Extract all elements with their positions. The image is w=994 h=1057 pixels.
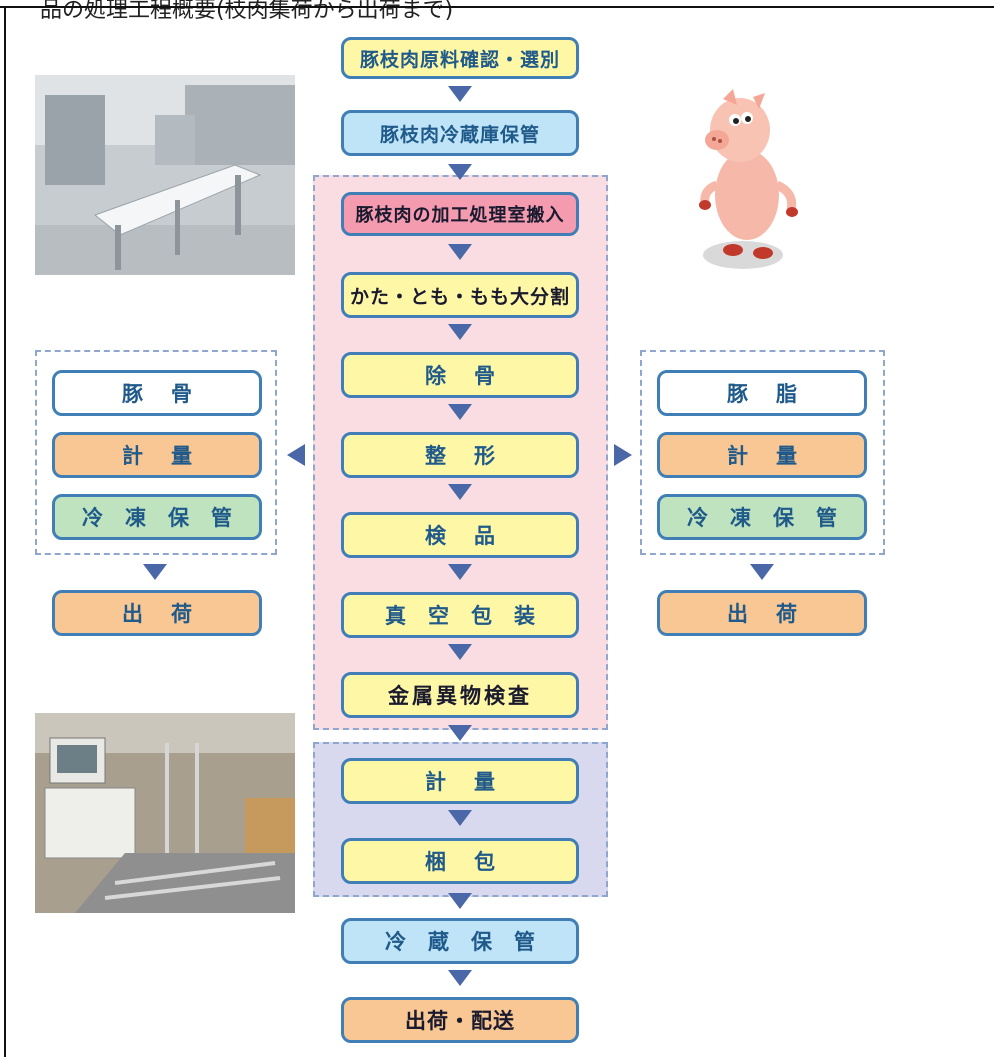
step-metal-detect: 金属異物検査 — [341, 672, 579, 718]
bone-weighing: 計量 — [52, 432, 262, 478]
fat-frozen-storage: 冷凍保管 — [657, 494, 867, 540]
arrow-down-icon — [448, 893, 472, 909]
arrow-down-icon — [448, 404, 472, 420]
step-vacuum-pack: 真空包装 — [341, 592, 579, 638]
weighing-photo — [35, 713, 295, 913]
arrow-down-icon — [448, 725, 472, 741]
weighing-station-photo-icon — [35, 713, 295, 913]
arrow-right-icon — [614, 444, 632, 466]
step-cold-storage: 豚枝肉冷蔵庫保管 — [341, 110, 579, 156]
arrow-down-icon — [448, 970, 472, 986]
arrow-left-icon — [287, 444, 305, 466]
arrow-down-icon — [448, 484, 472, 500]
arrow-down-icon — [448, 86, 472, 102]
pig-mascot — [695, 85, 805, 285]
arrow-down-icon — [750, 564, 774, 580]
step-room-intake: 豚枝肉の加工処理室搬入 — [341, 192, 579, 236]
bone-ship: 出荷 — [52, 590, 262, 636]
step-boxing: 梱包 — [341, 838, 579, 884]
conveyor-photo — [35, 75, 295, 275]
arrow-down-icon — [448, 244, 472, 260]
step-primal-cut: かた・とも・もも大分割 — [341, 272, 579, 318]
arrow-down-icon — [448, 810, 472, 826]
step-inspection: 検品 — [341, 512, 579, 558]
step-ship-deliver: 出荷・配送 — [341, 997, 579, 1043]
step-carcass-check: 豚枝肉原料確認・選別 — [341, 37, 579, 79]
step-deboning: 除骨 — [341, 352, 579, 398]
page-title: 品の処理工程概要(枝肉集荷から出荷まで) — [40, 0, 454, 23]
arrow-down-icon — [143, 564, 167, 580]
fat-weighing: 計量 — [657, 432, 867, 478]
top-border — [0, 6, 994, 8]
step-chilled-storage: 冷蔵保管 — [341, 918, 579, 964]
bone-label: 豚骨 — [52, 370, 262, 416]
bone-frozen-storage: 冷凍保管 — [52, 494, 262, 540]
step-trimming: 整形 — [341, 432, 579, 478]
arrow-down-icon — [448, 164, 472, 180]
left-border — [4, 6, 6, 1057]
fat-label: 豚脂 — [657, 370, 867, 416]
fat-ship: 出荷 — [657, 590, 867, 636]
arrow-down-icon — [448, 564, 472, 580]
arrow-down-icon — [448, 324, 472, 340]
conveyor-line-photo-icon — [35, 75, 295, 275]
arrow-down-icon — [448, 644, 472, 660]
pig-mascot-icon — [699, 89, 798, 269]
step-weighing: 計量 — [341, 758, 579, 804]
